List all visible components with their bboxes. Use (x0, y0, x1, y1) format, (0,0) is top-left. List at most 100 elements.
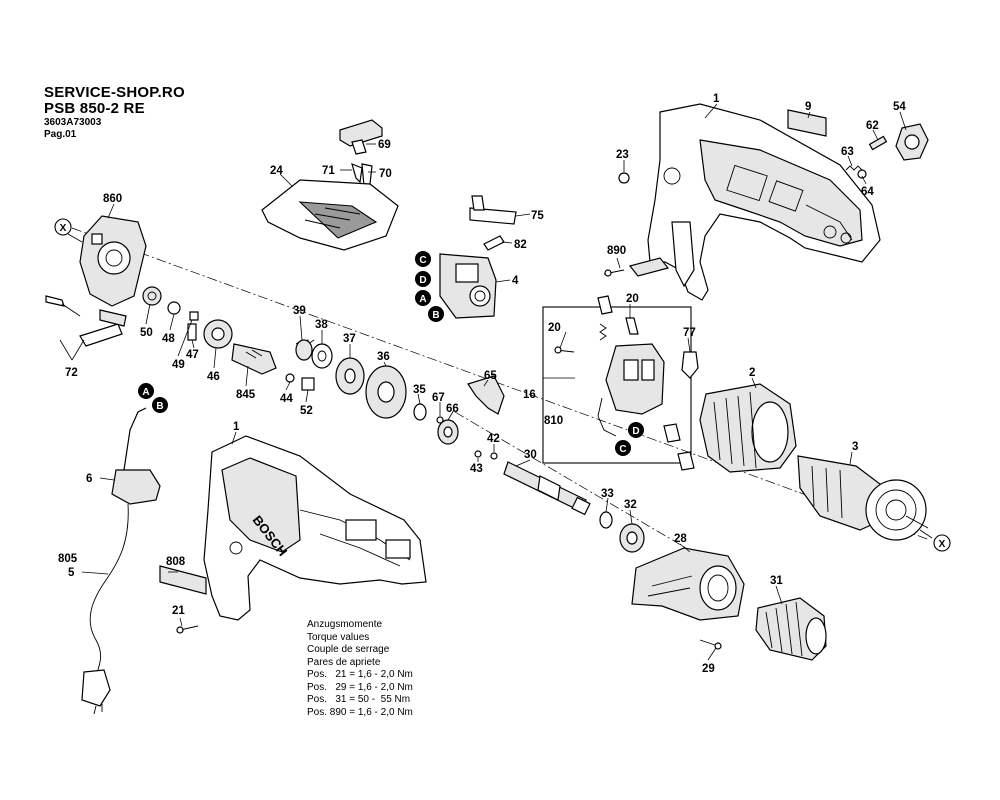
torque-title-ro: Pares de apriete (307, 656, 381, 668)
marker-d-switch: D (415, 271, 431, 287)
part-1b-housing-assembled: BOSCH (203, 435, 427, 621)
shop-name: SERVICE-SHOP.RO (44, 84, 185, 101)
part-63-spring (845, 165, 863, 171)
svg-text:B: B (432, 310, 439, 321)
part-9-label (787, 109, 827, 137)
part-1-housing-half (647, 103, 881, 301)
part-21-screw (176, 625, 199, 634)
label-35: 35 (413, 384, 426, 396)
part-66-cam (437, 419, 459, 445)
brush-cap-1 (663, 423, 681, 443)
part-54-gear-switch (895, 123, 929, 161)
part-62-pin (868, 135, 888, 151)
label-5: 5 (68, 567, 75, 579)
label-44: 44 (280, 393, 293, 405)
spindle-axis (454, 411, 721, 569)
part-808-label (159, 565, 207, 595)
part-47-shift-fork (187, 323, 197, 341)
torque-title-en: Torque values (307, 631, 370, 643)
part-32-bearing (619, 523, 645, 553)
part-65-bracket (467, 375, 505, 415)
part-4-switch (439, 253, 497, 319)
model-name: PSB 850-2 RE (44, 100, 145, 117)
label-1-bottom: 1 (233, 421, 240, 433)
model-code: 3603A73003 (44, 117, 102, 128)
torque-row: Pos. 29 = 1,6 - 2,0 Nm (307, 681, 413, 693)
part-72-brush-set (45, 295, 127, 347)
label-75: 75 (531, 210, 544, 222)
label-28: 28 (674, 533, 687, 545)
part-69-switch-knob (339, 119, 383, 155)
part-20-screw (554, 346, 575, 354)
label-50: 50 (140, 327, 153, 339)
label-37: 37 (343, 333, 356, 345)
label-69: 69 (378, 139, 391, 151)
part-77-clip (681, 351, 699, 379)
part-845-intermediate-shaft (231, 343, 277, 375)
brush-spring (599, 323, 607, 341)
part-810-wire (597, 397, 617, 437)
part-29-screw (699, 639, 722, 650)
page-number: Pag.01 (44, 129, 77, 140)
part-24-cover (261, 179, 399, 251)
part-49-key (189, 311, 199, 321)
brush-holder-group-frame (542, 306, 692, 464)
label-16: 16 (523, 389, 536, 401)
brush-cap-2 (677, 451, 695, 471)
label-63: 63 (841, 146, 854, 158)
label-46: 46 (207, 371, 220, 383)
label-24: 24 (270, 165, 283, 177)
label-42: 42 (487, 433, 500, 445)
label-20-top: 20 (626, 293, 639, 305)
label-810: 810 (544, 415, 563, 427)
label-3: 3 (852, 441, 858, 453)
part-6-cord-guard (111, 407, 161, 505)
label-71: 71 (322, 165, 335, 177)
label-31: 31 (770, 575, 783, 587)
part-38-nut (311, 343, 333, 369)
label-47: 47 (186, 349, 199, 361)
label-66: 66 (446, 403, 459, 415)
label-67: 67 (432, 392, 445, 404)
svg-text:D: D (419, 275, 426, 286)
svg-text:D: D (632, 426, 639, 437)
part-48-washer (167, 301, 181, 315)
torque-row: Pos. 31 = 50 - 55 Nm (307, 694, 411, 705)
svg-text:C: C (619, 444, 626, 455)
label-6: 6 (86, 473, 92, 485)
label-23: 23 (616, 149, 629, 161)
part-71-slide (351, 162, 363, 184)
label-890: 890 (607, 245, 626, 257)
part-860-gearbox-housing (79, 215, 147, 307)
torque-values-table: Anzugsmomente Torque values Couple de se… (307, 619, 413, 719)
label-2: 2 (749, 367, 755, 379)
label-9: 9 (805, 101, 811, 113)
assembly-axis (71, 227, 931, 541)
label-20-left: 20 (548, 322, 561, 334)
torque-row: Pos. 21 = 1,6 - 2,0 Nm (307, 669, 413, 680)
part-37-gear (335, 357, 365, 395)
label-33: 33 (601, 488, 614, 500)
part-43-ball (474, 450, 482, 458)
part-35-ring (413, 403, 427, 421)
label-82: 82 (514, 239, 527, 251)
marker-b-switch: B (428, 306, 444, 322)
label-77: 77 (683, 327, 696, 339)
label-48: 48 (162, 333, 175, 345)
part-20b-brush (625, 317, 639, 335)
svg-text:B: B (156, 401, 163, 412)
marker-a-cord: A (138, 383, 154, 399)
part-28-front-housing (631, 547, 745, 621)
torque-row: Pos. 890 = 1,6 - 2,0 Nm (307, 706, 413, 718)
marker-c-switch: C (415, 251, 431, 267)
part-30-spindle (503, 461, 591, 516)
leader-lines (59, 103, 933, 661)
label-845: 845 (236, 389, 256, 401)
label-72: 72 (65, 367, 78, 379)
part-67-ball (436, 416, 444, 424)
label-49: 49 (172, 359, 185, 371)
label-54: 54 (893, 101, 906, 113)
part-50-bearing (142, 286, 162, 306)
part-64-ball (857, 169, 867, 179)
